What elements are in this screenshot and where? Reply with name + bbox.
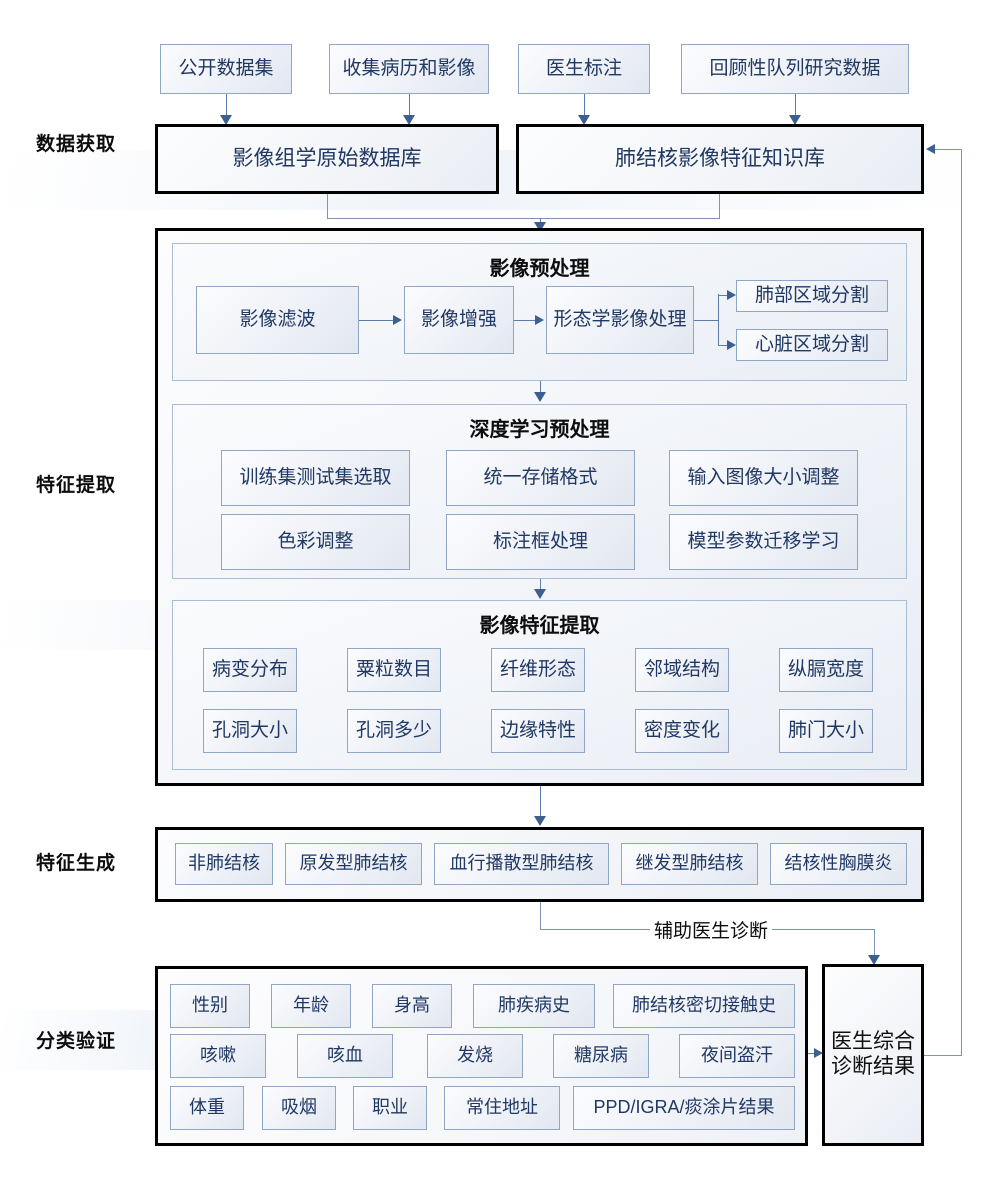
feature-box-mediastinum-width[interactable]: 纵膈宽度	[779, 648, 873, 692]
connector-to-heart-seg	[718, 345, 730, 346]
connector-source1-to-db	[226, 94, 227, 118]
dl-box-input-image-resize[interactable]: 输入图像大小调整	[669, 450, 858, 506]
arrowhead-into-doctor-result	[868, 955, 880, 965]
connector-feedback-vertical	[961, 149, 962, 1056]
clinical-box-ppd-igra-sputum[interactable]: PPD/IGRA/痰涂片结果	[573, 1086, 795, 1130]
arrowhead-into-feature-extraction	[534, 222, 546, 232]
clinical-box-lung-disease-history[interactable]: 肺疾病史	[473, 984, 595, 1028]
group-title-image-feature-extraction: 影像特征提取	[479, 615, 600, 637]
arrowhead-source1	[220, 115, 232, 125]
preprocess-box-morphological-processing[interactable]: 形态学影像处理	[546, 286, 694, 354]
feature-box-cavity-size[interactable]: 孔洞大小	[203, 709, 297, 753]
clinical-box-weight[interactable]: 体重	[170, 1086, 244, 1130]
connector-source3-to-db	[584, 94, 585, 118]
arrowhead-preprocessing-to-deeplearning	[534, 392, 546, 402]
arrowhead-source4	[789, 115, 801, 125]
connector-generation-down	[540, 902, 541, 930]
feature-box-cavity-count[interactable]: 孔洞多少	[347, 709, 441, 753]
group-title-image-preprocessing: 影像预处理	[489, 258, 590, 280]
dl-box-unified-storage-format[interactable]: 统一存储格式	[446, 450, 635, 506]
doctor-diagnosis-result-box: 医生综合 诊断结果	[822, 964, 924, 1146]
feature-box-lesion-distribution[interactable]: 病变分布	[203, 648, 297, 692]
connector-feedback-from-doctor	[924, 1055, 962, 1056]
arrowhead-source3	[578, 115, 590, 125]
arrowhead-enhance-to-morphology	[535, 315, 544, 325]
stage-label-feature-generation: 特征生成	[36, 853, 117, 874]
dl-box-color-adjustment[interactable]: 色彩调整	[221, 514, 410, 570]
class-box-non-tuberculosis[interactable]: 非肺结核	[175, 843, 273, 885]
class-box-tuberculous-pleurisy[interactable]: 结核性胸膜炎	[770, 843, 907, 885]
preprocess-box-image-filtering[interactable]: 影像滤波	[196, 286, 359, 354]
source-box-retrospective-cohort[interactable]: 回顾性队列研究数据	[681, 44, 909, 94]
feature-box-neighborhood-structure[interactable]: 邻域结构	[635, 648, 729, 692]
clinical-box-diabetes[interactable]: 糖尿病	[553, 1034, 649, 1078]
class-box-hematogenous-disseminated[interactable]: 血行播散型肺结核	[434, 843, 609, 885]
segmentation-box-heart-region[interactable]: 心脏区域分割	[736, 329, 888, 361]
dl-box-bounding-box-processing[interactable]: 标注框处理	[446, 514, 635, 570]
clinical-box-smoking[interactable]: 吸烟	[262, 1086, 336, 1130]
arrowhead-heart-seg	[727, 340, 736, 350]
connector-features-to-generation	[540, 786, 541, 822]
feature-box-hilum-size[interactable]: 肺门大小	[779, 709, 873, 753]
connector-db2-down	[719, 194, 720, 219]
arrowhead-deeplearning-to-features	[534, 589, 546, 599]
arrowhead-lung-seg	[727, 290, 736, 300]
feature-box-density-variation[interactable]: 密度变化	[635, 709, 729, 753]
connector-clinical-to-doctor	[808, 1053, 818, 1054]
preprocess-box-image-enhancement[interactable]: 影像增强	[404, 286, 514, 354]
clinical-box-occupation[interactable]: 职业	[353, 1086, 427, 1130]
clinical-box-age[interactable]: 年龄	[271, 984, 351, 1028]
dl-box-transfer-learning[interactable]: 模型参数迁移学习	[669, 514, 858, 570]
connector-assist-diagnosis-vertical	[874, 929, 875, 962]
connector-source2-to-db	[409, 94, 410, 118]
stage-label-feature-extraction: 特征提取	[36, 475, 117, 496]
source-box-public-dataset[interactable]: 公开数据集	[160, 44, 292, 94]
clinical-box-tb-contact-history[interactable]: 肺结核密切接触史	[613, 984, 795, 1028]
group-title-deep-learning-preprocessing: 深度学习预处理	[469, 419, 610, 441]
database-box-radiomics-raw[interactable]: 影像组学原始数据库	[155, 124, 499, 194]
clinical-box-fever[interactable]: 发烧	[427, 1034, 523, 1078]
feature-box-edge-characteristics[interactable]: 边缘特性	[491, 709, 585, 753]
dl-box-train-test-split[interactable]: 训练集测试集选取	[221, 450, 410, 506]
stage-label-classification-validation: 分类验证	[36, 1031, 117, 1052]
connector-enhance-to-morphology	[514, 320, 538, 321]
connector-filter-to-enhance	[359, 320, 396, 321]
connector-merge-horizontal	[327, 218, 720, 219]
arrowhead-filter-to-enhance	[393, 315, 402, 325]
doctor-diagnosis-line1: 医生综合	[831, 1030, 915, 1054]
clinical-box-cough[interactable]: 咳嗽	[170, 1034, 266, 1078]
source-box-collect-records[interactable]: 收集病历和影像	[329, 44, 489, 94]
connector-segmentation-split	[718, 294, 719, 346]
connector-morphology-out	[694, 320, 718, 321]
arrowhead-feedback-into-knowledgebase	[926, 144, 935, 154]
feature-box-miliary-count[interactable]: 粟粒数目	[347, 648, 441, 692]
clinical-box-hemoptysis[interactable]: 咳血	[297, 1034, 393, 1078]
connector-source4-to-db	[795, 94, 796, 118]
doctor-diagnosis-line2: 诊断结果	[831, 1055, 915, 1078]
class-box-secondary-tuberculosis[interactable]: 继发型肺结核	[621, 843, 758, 885]
source-box-doctor-annotation[interactable]: 医生标注	[518, 44, 650, 94]
feature-box-fiber-morphology[interactable]: 纤维形态	[491, 648, 585, 692]
arrowhead-features-to-generation	[534, 816, 546, 826]
clinical-box-night-sweats[interactable]: 夜间盗汗	[679, 1034, 795, 1078]
clinical-box-height[interactable]: 身高	[372, 984, 452, 1028]
connector-feedback-to-knowledgebase	[935, 149, 962, 150]
arrowhead-clinical-to-doctor	[814, 1048, 823, 1058]
connector-deeplearning-to-features	[540, 579, 541, 593]
edge-label-assist-diagnosis: 辅助医生诊断	[650, 916, 773, 943]
clinical-box-residence[interactable]: 常住地址	[444, 1086, 560, 1130]
arrowhead-source2	[403, 115, 415, 125]
database-box-tb-feature-knowledge[interactable]: 肺结核影像特征知识库	[516, 124, 924, 194]
connector-to-lung-seg	[718, 295, 730, 296]
connector-db1-down	[327, 194, 328, 219]
stage-label-data-acquisition: 数据获取	[36, 134, 117, 155]
class-box-primary-tuberculosis[interactable]: 原发型肺结核	[285, 843, 422, 885]
clinical-box-gender[interactable]: 性别	[170, 984, 250, 1028]
segmentation-box-lung-region[interactable]: 肺部区域分割	[736, 280, 888, 312]
connector-preprocessing-to-deeplearning	[540, 381, 541, 396]
